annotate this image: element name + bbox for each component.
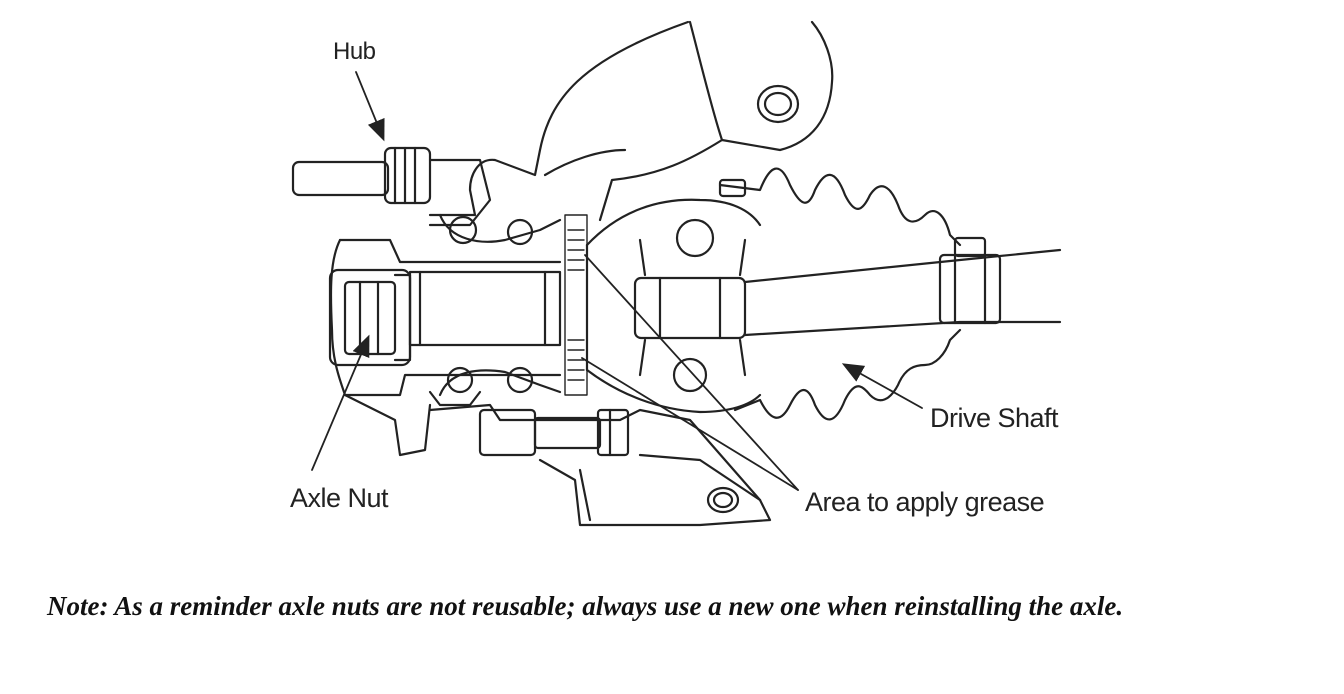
- cv-boot: [718, 167, 987, 421]
- grease-area-label: Area to apply grease: [805, 487, 1045, 517]
- drive-shaft-label: Drive Shaft: [930, 403, 1059, 433]
- hub-leader: [355, 71, 385, 142]
- axle-nut-label: Axle Nut: [290, 483, 389, 513]
- grease-leader-lower: [581, 357, 799, 491]
- hub: [291, 146, 562, 457]
- axle-shaft: [408, 270, 562, 347]
- grease-leader-upper: [584, 254, 799, 491]
- drive-shaft: [743, 248, 1062, 337]
- axle-nut-leader: [311, 334, 370, 471]
- callout-leaders: [311, 71, 923, 491]
- lower-knuckle: [428, 403, 772, 527]
- reminder-note: Note: As a reminder axle nuts are not re…: [47, 591, 1124, 621]
- knuckle-housing: [428, 20, 834, 222]
- axle-nut: [328, 268, 412, 367]
- wheel-bearings: [428, 213, 562, 407]
- hub-label: Hub: [333, 38, 376, 65]
- grease-splines: [564, 214, 588, 396]
- cv-joint: [585, 198, 762, 414]
- drive-shaft-leader: [841, 363, 923, 409]
